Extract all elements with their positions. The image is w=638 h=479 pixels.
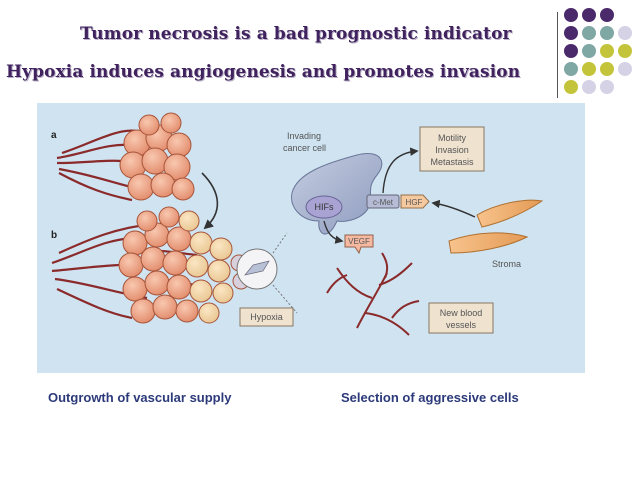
stroma-cell-2 (448, 232, 529, 254)
cmet-label: c-Met (373, 198, 394, 207)
dot (582, 26, 596, 40)
new-vessels-line-2: vessels (446, 320, 477, 330)
magnified-cell (244, 260, 270, 276)
hgf-arrow (431, 199, 476, 218)
caption-right: Selection of aggressive cells (341, 390, 519, 405)
metastasis-label: Metastasis (430, 157, 474, 167)
dot (600, 80, 614, 94)
dot (582, 8, 596, 22)
hifs-label: HIFs (315, 202, 334, 212)
dot (600, 44, 614, 58)
dot (564, 26, 578, 40)
vegf-label: VEGF (348, 237, 370, 246)
progression-arrow (201, 172, 219, 230)
invading-cancer-cell (291, 153, 383, 235)
dot (600, 62, 614, 76)
dot (564, 80, 578, 94)
vegf-arrow (323, 220, 344, 244)
stroma-label: Stroma (492, 259, 521, 269)
dot (618, 44, 632, 58)
invasion-label: Invasion (435, 145, 469, 155)
stroma-cell-1 (476, 199, 544, 228)
new-vessels-line-1: New blood (440, 308, 483, 318)
panel-b-label: b (51, 230, 57, 241)
dot (582, 80, 596, 94)
panel-b-tumor-cells (118, 206, 250, 324)
dot (564, 8, 578, 22)
new-blood-vessels-drawing (326, 252, 420, 336)
invading-cell-label-line-1: Invading (287, 131, 321, 141)
hgf-label: HGF (406, 198, 423, 207)
invading-cell-label-line-2: cancer cell (283, 143, 326, 153)
title-divider (557, 12, 558, 98)
caption-left: Outgrowth of vascular supply (48, 390, 232, 405)
motility-arrow (382, 147, 419, 194)
dot (600, 26, 614, 40)
diagram-canvas: a b (51, 112, 544, 336)
hifs-blob (305, 195, 343, 219)
panel-a-label: a (51, 130, 57, 141)
new-blood-vessels-box (428, 302, 494, 334)
hgf-ligand (400, 194, 430, 209)
dot (582, 62, 596, 76)
dot (582, 44, 596, 58)
motility-label: Motility (438, 133, 467, 143)
motility-box (419, 126, 485, 172)
hypoxia-box (239, 307, 294, 327)
dot (600, 8, 614, 22)
dot (564, 44, 578, 58)
dot (564, 62, 578, 76)
panel-a-tumor-cells (119, 112, 195, 201)
dot (618, 26, 632, 40)
tumor-hypoxia-diagram: a b (37, 103, 585, 373)
dot (618, 62, 632, 76)
cmet-receptor (366, 194, 400, 209)
slide-title-line-2: Hypoxia induces angiogenesis and promote… (6, 62, 521, 82)
slide-title-line-1: Tumor necrosis is a bad prognostic indic… (80, 24, 512, 44)
vegf-callout (344, 234, 374, 255)
zoom-line-top (272, 232, 288, 254)
hypoxia-label: Hypoxia (250, 312, 283, 322)
